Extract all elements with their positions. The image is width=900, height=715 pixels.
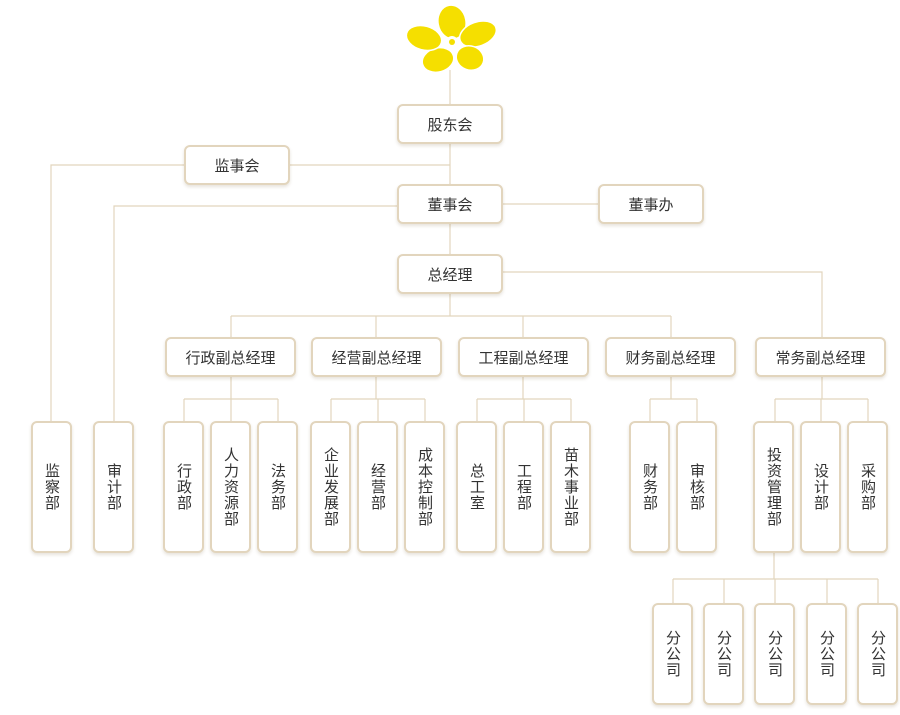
node-branch-3: 分公司 [754,603,795,705]
node-board: 董事会 [397,184,503,224]
node-label: 分公司 [664,630,682,678]
flower-logo-icon [405,4,498,74]
node-label: 董事会 [427,195,473,214]
node-label: 总工室 [468,463,486,511]
node-label: 经营部 [369,463,387,511]
node-label: 分公司 [766,630,784,678]
node-label: 董事办 [628,195,674,214]
node-branch-2: 分公司 [703,603,744,705]
node-dept-review: 审核部 [676,421,717,553]
node-label: 工程副总经理 [478,348,569,367]
node-branch-5: 分公司 [857,603,898,705]
node-shareholders: 股东会 [397,104,503,144]
node-dept-enterprise: 企业发展部 [310,421,351,553]
node-label: 企业发展部 [322,447,340,527]
node-label: 分公司 [818,630,836,678]
node-branch-4: 分公司 [806,603,847,705]
node-dept-seedling: 苗木事业部 [550,421,591,553]
node-label: 分公司 [869,630,887,678]
node-general-manager: 总经理 [397,254,503,294]
node-dept-legal: 法务部 [257,421,298,553]
node-label: 审核部 [688,463,706,511]
node-dept-chief-engineer: 总工室 [456,421,497,553]
node-label: 监事会 [214,156,260,175]
node-dept-purchase: 采购部 [847,421,888,553]
node-label: 审计部 [105,463,123,511]
node-dept-audit: 审计部 [93,421,134,553]
node-label: 人力资源部 [222,447,240,527]
node-dept-operation: 经营部 [357,421,398,553]
node-dept-investment: 投资管理部 [753,421,794,553]
node-vp-operation: 经营副总经理 [311,337,442,377]
node-label: 总经理 [427,265,473,284]
node-label: 行政副总经理 [185,348,276,367]
node-label: 经营副总经理 [331,348,422,367]
node-branch-1: 分公司 [652,603,693,705]
node-label: 采购部 [859,463,877,511]
node-label: 行政部 [175,463,193,511]
node-dept-hr: 人力资源部 [210,421,251,553]
node-board-office: 董事办 [598,184,704,224]
node-label: 成本控制部 [416,447,434,527]
node-label: 设计部 [812,463,830,511]
node-label: 工程部 [515,463,533,511]
node-dept-cost: 成本控制部 [404,421,445,553]
node-label: 股东会 [427,115,473,134]
node-vp-finance: 财务副总经理 [605,337,736,377]
node-label: 常务副总经理 [775,348,866,367]
node-label: 财务部 [641,463,659,511]
node-label: 监察部 [43,463,61,511]
node-supervisory-board: 监事会 [184,145,290,185]
node-vp-executive: 常务副总经理 [755,337,886,377]
node-label: 苗木事业部 [562,447,580,527]
node-vp-admin: 行政副总经理 [165,337,296,377]
node-dept-admin: 行政部 [163,421,204,553]
node-dept-engineering: 工程部 [503,421,544,553]
node-vp-engineering: 工程副总经理 [458,337,589,377]
node-label: 投资管理部 [765,447,783,527]
node-dept-finance: 财务部 [629,421,670,553]
node-label: 分公司 [715,630,733,678]
node-label: 财务副总经理 [625,348,716,367]
node-dept-supervision: 监察部 [31,421,72,553]
node-dept-design: 设计部 [800,421,841,553]
node-label: 法务部 [269,463,287,511]
